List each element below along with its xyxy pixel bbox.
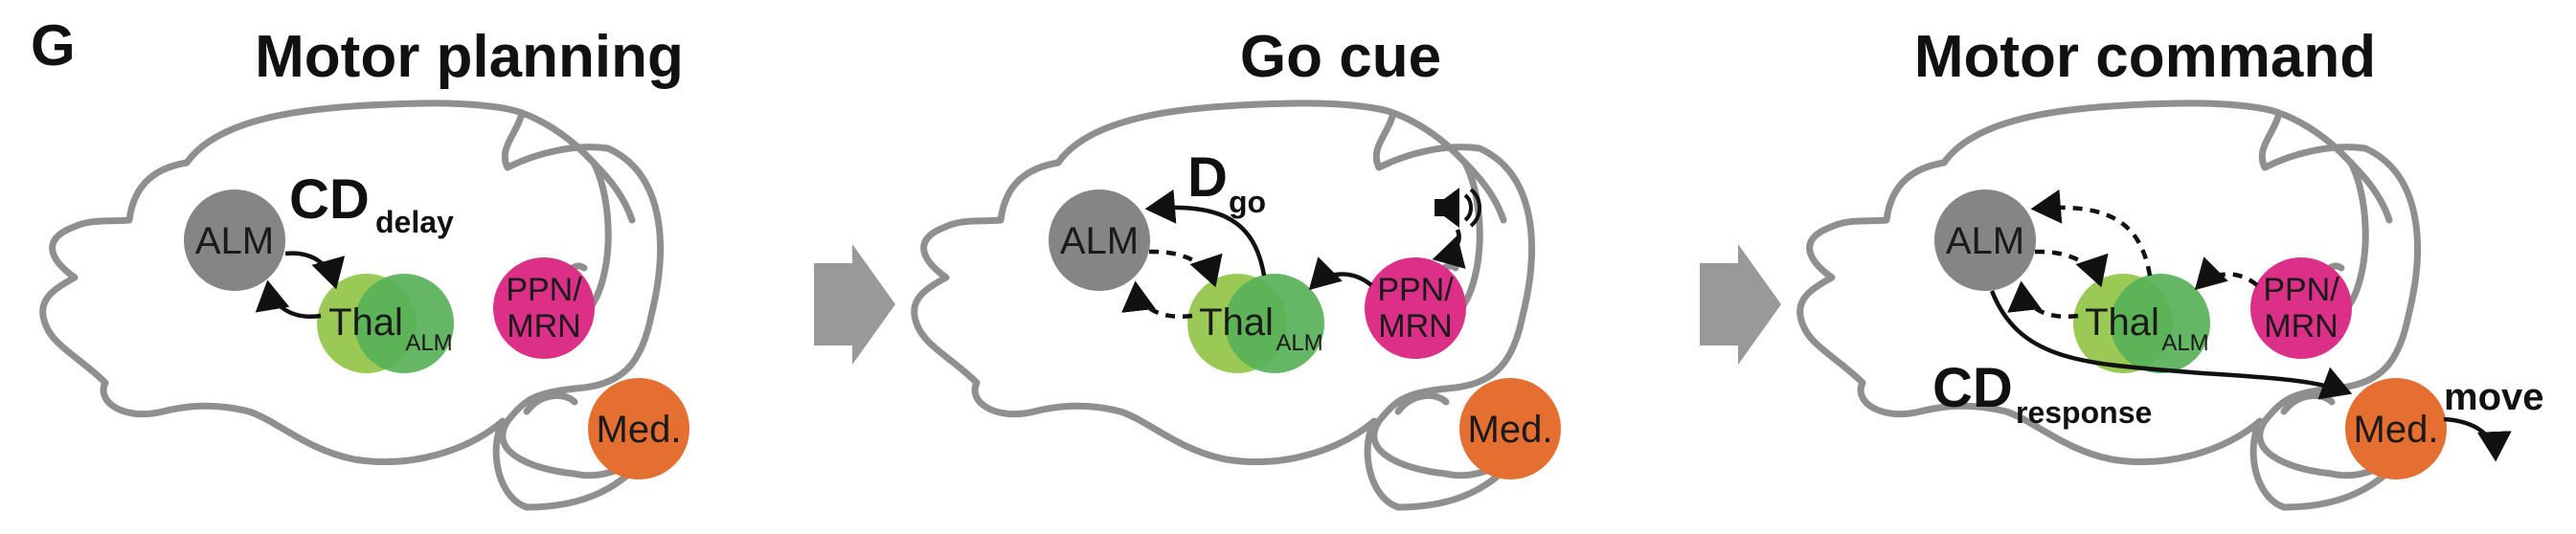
ppn-mrn-node: PPN/ MRN bbox=[493, 257, 595, 359]
signal-label: CD response bbox=[1932, 357, 2152, 430]
signal-subscript: go bbox=[1229, 185, 1266, 219]
thal-to-alm-dashed-arrow bbox=[2007, 280, 2079, 320]
ppn-label: PPN/ bbox=[2263, 272, 2339, 308]
med-label: Med. bbox=[597, 409, 682, 451]
ppn-mrn-node: PPN/ MRN bbox=[2250, 257, 2352, 359]
mrn-label: MRN bbox=[1378, 308, 1452, 345]
med-node: Med. bbox=[1459, 378, 1561, 479]
alm-node: ALM bbox=[1049, 189, 1150, 291]
alm-to-thal-dashed-arrow bbox=[1148, 249, 1223, 288]
thal-subscript: ALM bbox=[1276, 330, 1322, 356]
signal-main: D bbox=[1187, 146, 1228, 209]
thal-node: Thal ALM bbox=[2073, 274, 2210, 373]
panel-letter: G bbox=[31, 13, 76, 78]
ppn-to-thal-arrow bbox=[1308, 256, 1373, 291]
alm-label: ALM bbox=[1060, 220, 1139, 262]
panel-title: Motor planning bbox=[255, 24, 684, 90]
ppn-mrn-node: PPN/ MRN bbox=[1365, 257, 1466, 359]
thal-subscript: ALM bbox=[405, 330, 452, 356]
med-node: Med. bbox=[588, 378, 689, 479]
med-label: Med. bbox=[1468, 409, 1553, 451]
alm-to-thal-arrow bbox=[284, 251, 346, 290]
thal-to-alm-dashed-arrow bbox=[1121, 280, 1193, 320]
mrn-label: MRN bbox=[507, 308, 580, 345]
signal-subscript: delay bbox=[375, 205, 454, 239]
alm-label: ALM bbox=[195, 220, 274, 262]
move-label: move bbox=[2444, 376, 2544, 418]
signal-label: CD delay bbox=[289, 168, 454, 239]
alm-to-med-arrow bbox=[1989, 290, 2353, 400]
med-label: Med. bbox=[2354, 409, 2439, 451]
panel-title: Motor command bbox=[1914, 24, 2376, 90]
ppn-label: PPN/ bbox=[1377, 272, 1454, 308]
panel-title: Go cue bbox=[1240, 24, 1441, 90]
ppn-label: PPN/ bbox=[506, 272, 582, 308]
thal-label: Thal bbox=[328, 301, 403, 344]
mrn-label: MRN bbox=[2264, 308, 2338, 345]
thal-to-alm-arrow bbox=[255, 279, 322, 320]
thal-to-alm-dashed-long-arrow bbox=[2030, 189, 2153, 277]
thal-node: Thal ALM bbox=[1187, 274, 1324, 373]
transition-arrow-2 bbox=[1700, 244, 1781, 365]
thal-label: Thal bbox=[2085, 301, 2159, 344]
alm-node: ALM bbox=[1934, 189, 2036, 291]
signal-main: CD bbox=[289, 168, 370, 231]
panel-motor-planning: Motor planning CD delay ALM Thal ALM PPN… bbox=[43, 24, 689, 507]
med-move-arrow bbox=[2443, 416, 2512, 462]
panel-go-cue: Go cue D go ALM Thal ALM PPN/ MRN Med. bbox=[915, 24, 1561, 507]
transition-arrow-1 bbox=[814, 244, 895, 365]
thal-label: Thal bbox=[1199, 301, 1274, 344]
signal-main: CD bbox=[1932, 357, 2013, 419]
signal-subscript: response bbox=[2016, 395, 2152, 430]
thal-node: Thal ALM bbox=[317, 274, 454, 373]
speaker-icon bbox=[1433, 186, 1481, 230]
thal-subscript: ALM bbox=[2161, 330, 2208, 356]
thal-to-alm-go-arrow bbox=[1144, 189, 1267, 277]
panel-motor-command: Motor command ALM Thal ALM PPN/ MRN Med.… bbox=[1800, 24, 2544, 507]
alm-node: ALM bbox=[184, 189, 285, 291]
alm-label: ALM bbox=[1946, 220, 2024, 262]
alm-to-thal-dashed-arrow bbox=[2034, 249, 2109, 288]
cue-to-ppn-arrow bbox=[1432, 229, 1466, 269]
signal-label: D go bbox=[1187, 146, 1266, 219]
med-node: Med. bbox=[2345, 378, 2447, 479]
ppn-to-thal-dashed-arrow bbox=[2194, 256, 2259, 291]
